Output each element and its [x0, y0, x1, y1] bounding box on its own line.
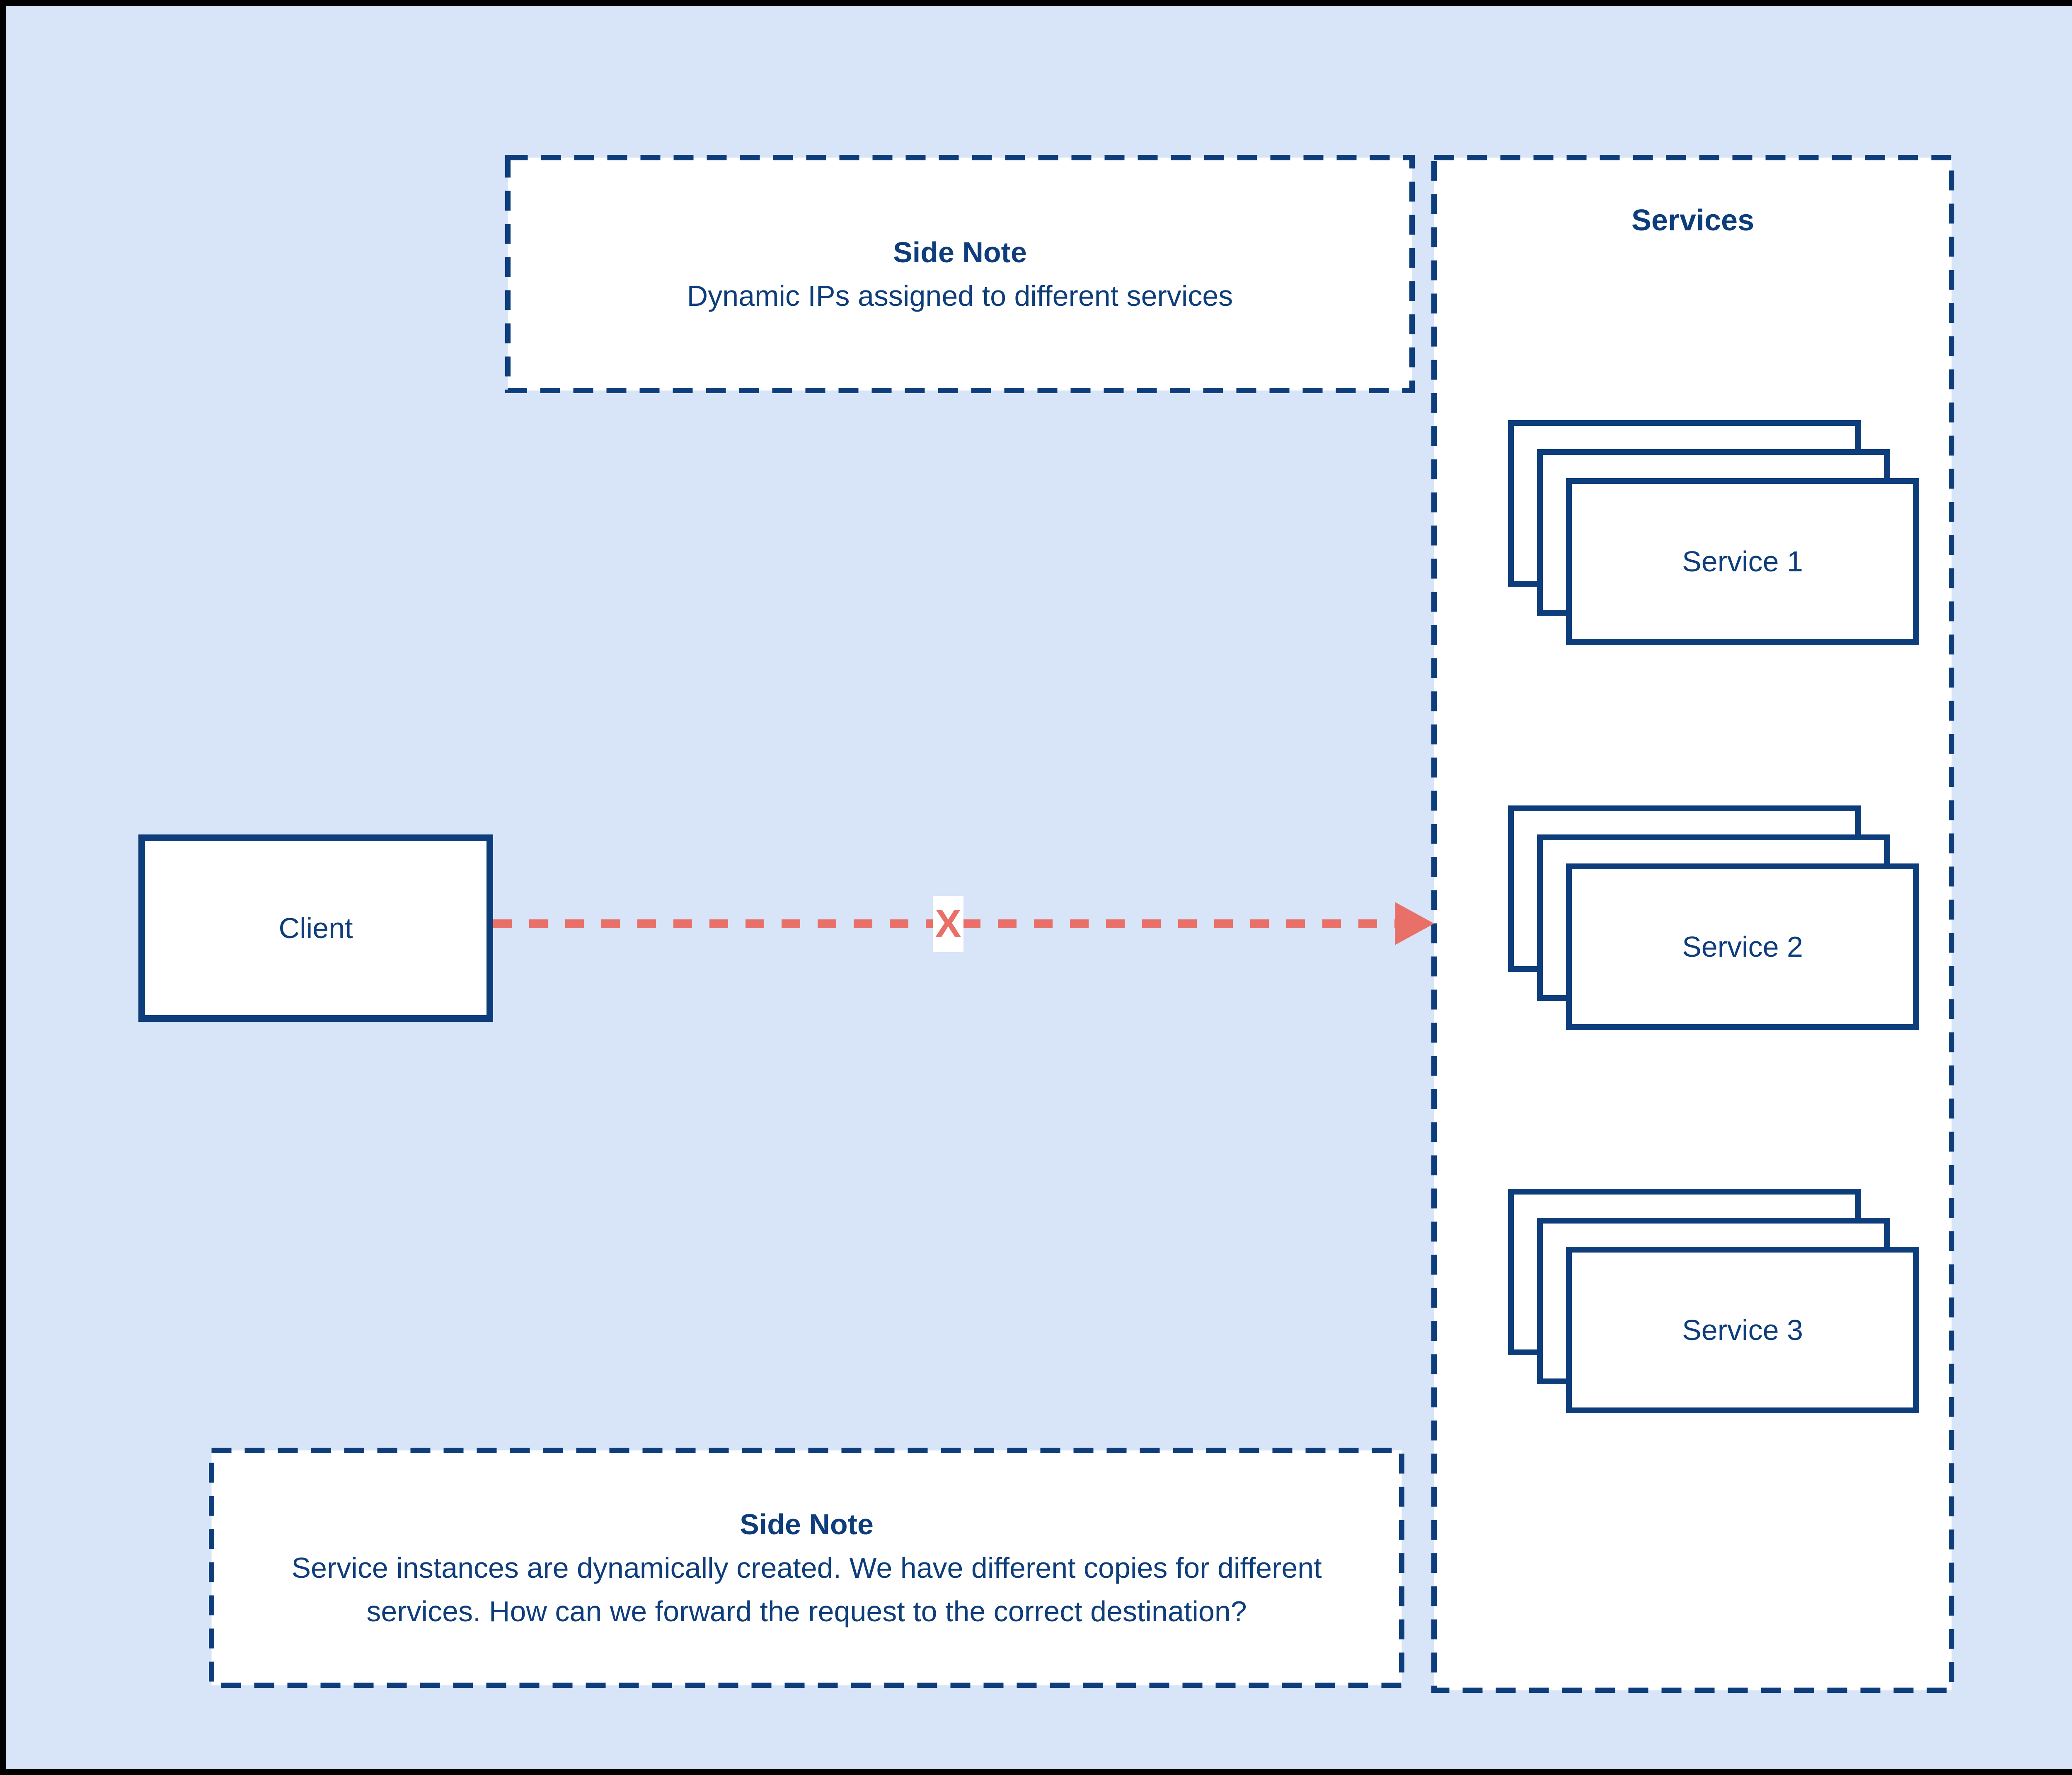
- client-node: Client: [138, 834, 493, 1022]
- service-card: Service 1: [1566, 478, 1919, 645]
- side-note-bottom-title: Side Note: [740, 1508, 874, 1540]
- service-stack-1: Service 1: [1508, 420, 1919, 645]
- service-label: Service 3: [1682, 1314, 1803, 1346]
- side-note-top: Side Note Dynamic IPs assigned to differ…: [505, 155, 1415, 393]
- side-note-bottom-body: Service instances are dynamically create…: [291, 1551, 1322, 1627]
- service-label: Service 2: [1682, 931, 1803, 963]
- request-arrow-line: [493, 919, 1399, 928]
- services-panel-title: Services: [1631, 204, 1755, 237]
- service-stack-3: Service 3: [1508, 1189, 1919, 1413]
- service-card: Service 2: [1566, 863, 1919, 1030]
- blocked-x-label: X: [934, 902, 962, 946]
- side-note-top-body: Dynamic IPs assigned to different servic…: [687, 279, 1233, 312]
- dashed-border: [505, 155, 1415, 393]
- service-label: Service 1: [1682, 545, 1803, 578]
- services-panel: Services Service 1 Service 2 Service 3: [1431, 155, 1954, 1693]
- service-stack-2: Service 2: [1508, 805, 1919, 1030]
- arrowhead-icon: [1395, 902, 1434, 945]
- service-card: Service 3: [1566, 1247, 1919, 1413]
- dashed-border: [209, 1448, 1404, 1688]
- client-label: Client: [278, 912, 353, 944]
- side-note-top-title: Side Note: [893, 236, 1027, 268]
- side-note-bottom: Side Note Service instances are dynamica…: [209, 1448, 1404, 1688]
- blocked-x-marker: X: [933, 896, 963, 952]
